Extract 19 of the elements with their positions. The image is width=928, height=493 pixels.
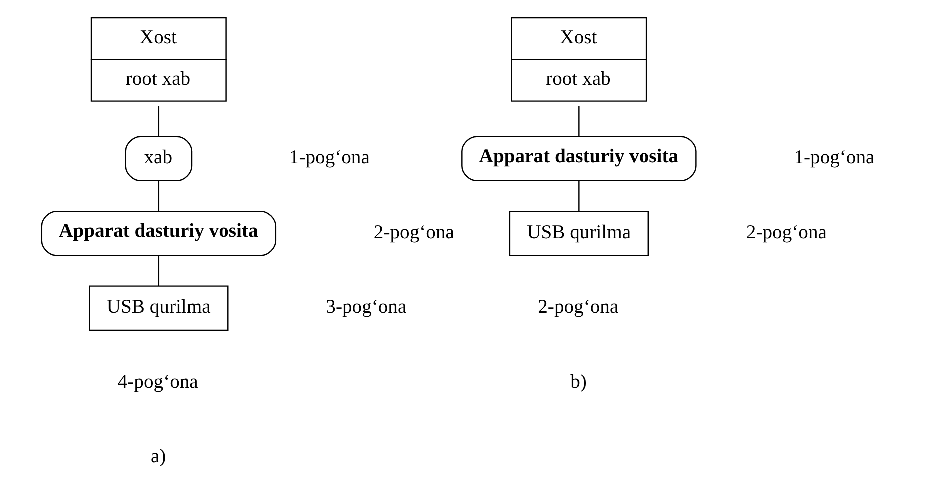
connector (578, 181, 580, 212)
label: b) (570, 372, 587, 393)
connector (158, 106, 160, 137)
label: 4-pog‘ona (118, 372, 198, 393)
connector (158, 181, 160, 212)
label: 2-pog‘ona (374, 222, 454, 244)
node-box: USB qurilma (509, 210, 650, 256)
label: 2-pog‘ona (746, 222, 827, 244)
node-box: Apparat dasturiy vosita (462, 136, 697, 182)
connector (158, 256, 160, 286)
label: 3-pog‘ona (326, 297, 407, 318)
label: a) (150, 446, 166, 468)
label: 2-pog‘ona (538, 297, 619, 318)
label: 1-pog‘ona (794, 148, 875, 169)
node-box: xab (125, 136, 193, 182)
node-box: USB qurilma (89, 286, 229, 332)
label: 1-pog‘ona (289, 148, 370, 169)
node-box: Apparat dasturiy vosita (41, 210, 277, 256)
connector (578, 106, 580, 137)
